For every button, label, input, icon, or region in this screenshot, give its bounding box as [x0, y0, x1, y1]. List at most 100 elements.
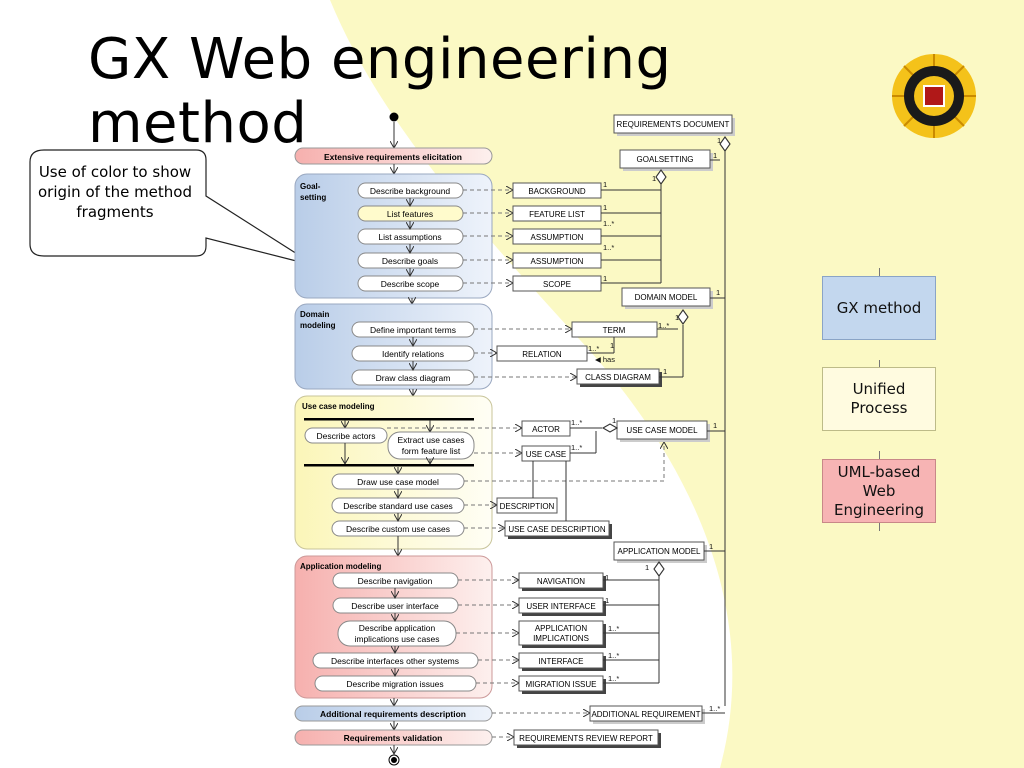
- concept-domain-model: DOMAIN MODEL: [621, 287, 713, 309]
- concept-migration-issue: MIGRATION ISSUE: [518, 675, 606, 694]
- svg-text:1..*: 1..*: [588, 344, 599, 353]
- legend-connector: [879, 523, 880, 531]
- concept-navigation: NAVIGATION: [518, 572, 606, 591]
- svg-text:USE CASE MODEL: USE CASE MODEL: [626, 426, 698, 435]
- concept-user-interface: USER INTERFACE: [518, 597, 606, 616]
- svg-text:INTERFACE: INTERFACE: [539, 657, 584, 666]
- svg-text:Additional requirements descri: Additional requirements description: [320, 709, 466, 719]
- svg-text:Extensive requirements elicita: Extensive requirements elicitation: [324, 152, 462, 162]
- svg-text:BACKGROUND: BACKGROUND: [528, 187, 586, 196]
- svg-text:1..*: 1..*: [571, 443, 582, 452]
- svg-text:1..*: 1..*: [603, 219, 614, 228]
- concept-scope: SCOPE: [512, 275, 602, 292]
- svg-text:CLASS DIAGRAM: CLASS DIAGRAM: [585, 373, 651, 382]
- fork-bar: [304, 418, 474, 421]
- svg-text:Describe standard use cases: Describe standard use cases: [343, 501, 453, 511]
- page-title: GX Web engineering method: [88, 27, 672, 156]
- svg-text:modeling: modeling: [300, 321, 336, 330]
- svg-text:implications use cases: implications use cases: [354, 634, 439, 644]
- concept-requirements-document: REQUIREMENTS DOCUMENT: [613, 114, 735, 136]
- svg-text:ASSUMPTION: ASSUMPTION: [531, 233, 584, 242]
- svg-text:◀ has: ◀ has: [595, 355, 615, 364]
- svg-text:IMPLICATIONS: IMPLICATIONS: [533, 634, 589, 643]
- svg-text:Requirements validation: Requirements validation: [344, 733, 443, 743]
- step-describe-background: Describe background: [357, 182, 464, 199]
- svg-text:List assumptions: List assumptions: [378, 232, 441, 242]
- svg-text:1..*: 1..*: [608, 624, 619, 633]
- step-describe-standard-use-cases: Describe standard use cases: [331, 497, 465, 514]
- svg-text:form feature list: form feature list: [402, 446, 461, 456]
- svg-text:Describe application: Describe application: [359, 623, 436, 633]
- svg-text:Describe user interface: Describe user interface: [351, 601, 439, 611]
- svg-text:FEATURE LIST: FEATURE LIST: [529, 210, 585, 219]
- svg-text:DESCRIPTION: DESCRIPTION: [500, 502, 555, 511]
- concept-relation: RELATION: [496, 345, 588, 362]
- concept-additional-requirement: ADDITIONAL REQUIREMENT: [589, 705, 705, 724]
- legend-connector: [879, 360, 880, 368]
- svg-text:1: 1: [610, 341, 614, 350]
- additional-requirements-description: Additional requirements description: [294, 705, 493, 722]
- svg-text:1: 1: [716, 288, 720, 297]
- svg-text:REQUIREMENTS DOCUMENT: REQUIREMENTS DOCUMENT: [617, 120, 730, 129]
- svg-text:ACTOR: ACTOR: [532, 425, 560, 434]
- svg-text:Application modeling: Application modeling: [300, 562, 381, 571]
- svg-text:Draw use case model: Draw use case model: [357, 477, 439, 487]
- svg-text:List features: List features: [387, 209, 433, 219]
- step-describe-migration-issues: Describe migration issues: [314, 675, 477, 692]
- concept-use-case-description: USE CASE DESCRIPTION: [504, 520, 612, 539]
- svg-text:GOALSETTING: GOALSETTING: [637, 155, 694, 164]
- svg-text:APPLICATION MODEL: APPLICATION MODEL: [618, 547, 702, 556]
- svg-text:USE CASE DESCRIPTION: USE CASE DESCRIPTION: [508, 525, 606, 534]
- legend-gx-method: GX method: [822, 276, 936, 340]
- step-draw-class-diagram: Draw class diagram: [351, 369, 475, 386]
- svg-text:MIGRATION ISSUE: MIGRATION ISSUE: [526, 680, 597, 689]
- concept-use-case-model: USE CASE MODEL: [616, 420, 710, 442]
- svg-text:1..*: 1..*: [608, 651, 619, 660]
- svg-text:Domain: Domain: [300, 310, 329, 319]
- svg-text:1: 1: [603, 274, 607, 283]
- svg-text:1..*: 1..*: [658, 321, 669, 330]
- step-describe-scope: Describe scope: [357, 275, 464, 292]
- university-seal-logo: [892, 54, 976, 138]
- step-describe-navigation: Describe navigation: [332, 572, 459, 589]
- svg-text:1..*: 1..*: [608, 674, 619, 683]
- svg-text:1: 1: [652, 174, 656, 183]
- legend-connector: [879, 451, 880, 459]
- svg-text:ADDITIONAL REQUIREMENT: ADDITIONAL REQUIREMENT: [591, 710, 700, 719]
- legend-connector: [879, 268, 880, 276]
- svg-text:Describe actors: Describe actors: [316, 431, 375, 441]
- concept-interface: INTERFACE: [518, 652, 606, 671]
- svg-text:Describe goals: Describe goals: [382, 256, 438, 266]
- svg-text:DOMAIN MODEL: DOMAIN MODEL: [635, 293, 698, 302]
- svg-text:Describe migration issues: Describe migration issues: [346, 679, 443, 689]
- svg-text:TERM: TERM: [603, 326, 626, 335]
- svg-text:1..*: 1..*: [709, 704, 720, 713]
- aggregation-diamond: [601, 423, 619, 433]
- svg-text:1: 1: [603, 203, 607, 212]
- legend-unified-process: Unified Process: [822, 367, 936, 431]
- concept-application-model: APPLICATION MODEL: [613, 541, 707, 563]
- concept-description: DESCRIPTION: [496, 497, 558, 514]
- step-identify-relations: Identify relations: [351, 345, 475, 362]
- svg-text:1: 1: [605, 573, 609, 582]
- svg-text:USER INTERFACE: USER INTERFACE: [526, 602, 595, 611]
- svg-text:Identify relations: Identify relations: [382, 349, 444, 359]
- svg-text:1: 1: [612, 416, 616, 425]
- step-describe-actors: Describe actors: [304, 427, 388, 444]
- join-bar: [304, 464, 474, 467]
- svg-text:SCOPE: SCOPE: [543, 280, 571, 289]
- svg-text:USE CASE: USE CASE: [526, 450, 566, 459]
- svg-text:Describe interfaces other syst: Describe interfaces other systems: [331, 656, 459, 666]
- step-draw-use-case-model: Draw use case model: [331, 473, 465, 490]
- svg-text:1: 1: [713, 421, 717, 430]
- svg-text:Draw class diagram: Draw class diagram: [376, 373, 451, 383]
- svg-text:1..*: 1..*: [603, 243, 614, 252]
- aggregation-diamond: [719, 136, 731, 152]
- svg-text:Define important terms: Define important terms: [370, 325, 456, 335]
- step-describe-goals: Describe goals: [357, 252, 464, 269]
